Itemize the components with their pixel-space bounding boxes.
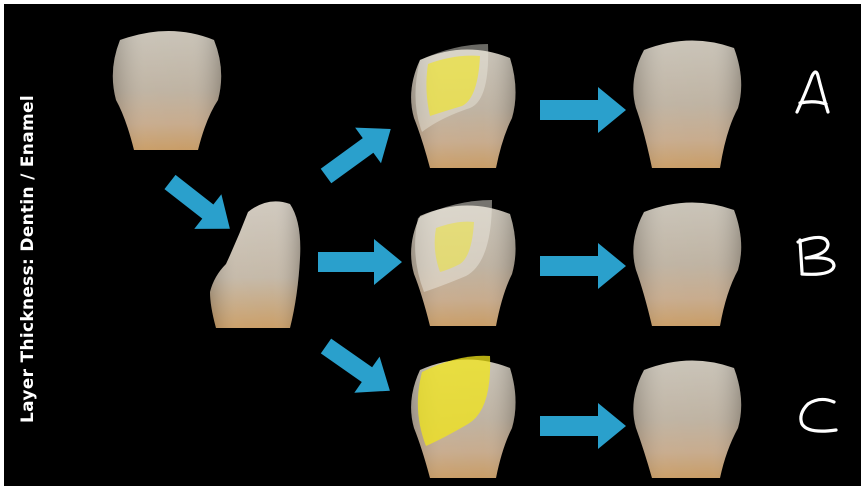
- arrow-layer-b-to-result: [540, 243, 626, 289]
- arrow-layer-c-to-result: [540, 403, 626, 449]
- original-tooth-image: [113, 31, 221, 150]
- layered-tooth-c-image: [411, 356, 515, 478]
- row-label-b: [798, 237, 834, 274]
- result-tooth-c-image: [633, 360, 741, 478]
- arrow-layer-a-to-result: [540, 87, 626, 133]
- row-label-a: [797, 72, 828, 112]
- arrow-side-to-layer-b: [318, 239, 402, 285]
- row-label-c: [801, 399, 836, 431]
- result-tooth-b-image: [633, 202, 741, 326]
- result-tooth-a-image: [633, 40, 741, 168]
- arrow-original-to-side: [156, 165, 243, 246]
- arrow-side-to-layer-a: [313, 111, 404, 194]
- layered-tooth-a-image: [411, 44, 515, 168]
- layered-tooth-b-image: [411, 200, 515, 326]
- arrow-side-to-layer-c: [313, 328, 402, 409]
